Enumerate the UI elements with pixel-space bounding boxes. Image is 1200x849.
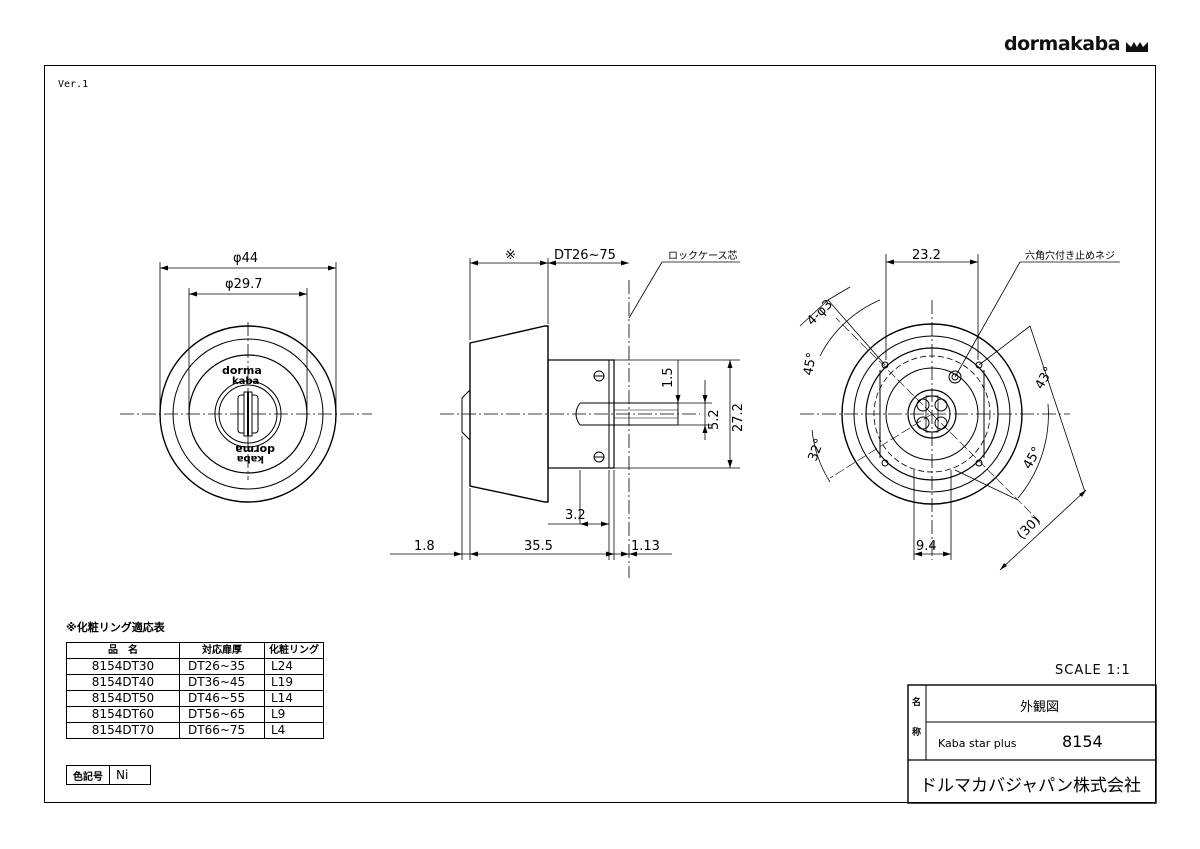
color-code-value: Ni (109, 765, 151, 785)
table-row: 8154DT50 DT46~55 L14 (66, 690, 324, 707)
dim-1-13: 1.13 (631, 539, 660, 554)
dim-1-8: 1.8 (414, 539, 435, 554)
angle-43: 43° (1032, 365, 1057, 392)
cell-product: 8154DT60 (66, 706, 180, 723)
angle-45-left: 45° (801, 351, 820, 376)
front-view (120, 262, 372, 503)
dim-9-4: 9.4 (916, 539, 937, 554)
version-label: Ver.1 (58, 79, 89, 90)
crown-logo-icon (1126, 42, 1148, 52)
dim-holes: 4-φ3 (804, 297, 836, 329)
angle-45-right: 45° (1020, 445, 1045, 472)
face-logo-top: dorma (222, 364, 262, 377)
cell-door: DT26~35 (179, 658, 265, 675)
face-logo-bottom: dorma (235, 443, 275, 456)
dim-outer-diameter: φ44 (233, 251, 258, 266)
side-view (390, 258, 740, 578)
title-product-name: Kaba star plus (938, 737, 1017, 750)
dim-door-thickness: DT26~75 (554, 248, 616, 263)
title-block-lines (907, 684, 1157, 804)
cell-ring: L19 (264, 674, 324, 691)
dim-5-2: 5.2 (707, 409, 722, 430)
color-code-table: 色記号 Ni (66, 765, 151, 785)
dim-23-2: 23.2 (912, 248, 941, 263)
ring-table: 品 名 対応扉厚 化粧リング 8154DT30 DT26~35 L24 8154… (66, 642, 324, 739)
cell-product: 8154DT40 (66, 674, 180, 691)
dim-1-5: 1.5 (661, 367, 676, 388)
drawing-frame (44, 65, 1156, 803)
ring-table-title: ※化粧リング適応表 (66, 621, 165, 634)
face-logo-top-kaba: kaba (232, 376, 259, 387)
title-company: ドルマカバジャパン株式会社 (920, 776, 1141, 796)
title-label-name-2: 称 (912, 726, 921, 738)
table-row: 8154DT30 DT26~35 L24 (66, 658, 324, 675)
cell-door: DT66~75 (179, 722, 265, 739)
brand-logo: dormakaba (1004, 33, 1121, 55)
header-door-thickness: 対応扉厚 (179, 642, 265, 659)
cell-ring: L9 (264, 706, 324, 723)
angle-32: 32° (806, 437, 828, 464)
title-drawing-name: 外観図 (1020, 700, 1059, 715)
cell-product: 8154DT70 (66, 722, 180, 739)
dim-27-2: 27.2 (731, 403, 746, 432)
dim-inner-diameter: φ29.7 (225, 277, 263, 292)
color-code-label: 色記号 (66, 765, 110, 785)
table-row: 8154DT70 DT66~75 L4 (66, 722, 324, 739)
label-hex-screw: 六角穴付き止めネジ (1025, 249, 1115, 262)
back-view (799, 254, 1120, 571)
dim-30: (30) (1014, 513, 1043, 542)
face-logo-bottom-kaba: kaba (237, 453, 264, 464)
label-lock-case-center: ロックケース芯 (668, 249, 738, 262)
scale-label: SCALE 1:1 (1055, 663, 1131, 678)
table-row: 8154DT60 DT56~65 L9 (66, 706, 324, 723)
cell-ring: L4 (264, 722, 324, 739)
table-row: 8154DT40 DT36~45 L19 (66, 674, 324, 691)
dim-3-2: 3.2 (565, 508, 586, 523)
dim-35-5: 35.5 (524, 539, 553, 554)
dim-ring-mark: ※ (505, 248, 516, 263)
cell-door: DT36~45 (179, 674, 265, 691)
cell-ring: L24 (264, 658, 324, 675)
header-ring: 化粧リング (264, 642, 324, 659)
cell-product: 8154DT50 (66, 690, 180, 707)
cell-door: DT56~65 (179, 706, 265, 723)
title-product-number: 8154 (1062, 732, 1103, 751)
title-label-name-1: 名 (912, 696, 921, 708)
cell-ring: L14 (264, 690, 324, 707)
ring-table-header: 品 名 対応扉厚 化粧リング (66, 642, 324, 659)
cell-product: 8154DT30 (66, 658, 180, 675)
cell-door: DT46~55 (179, 690, 265, 707)
header-product: 品 名 (66, 642, 180, 659)
